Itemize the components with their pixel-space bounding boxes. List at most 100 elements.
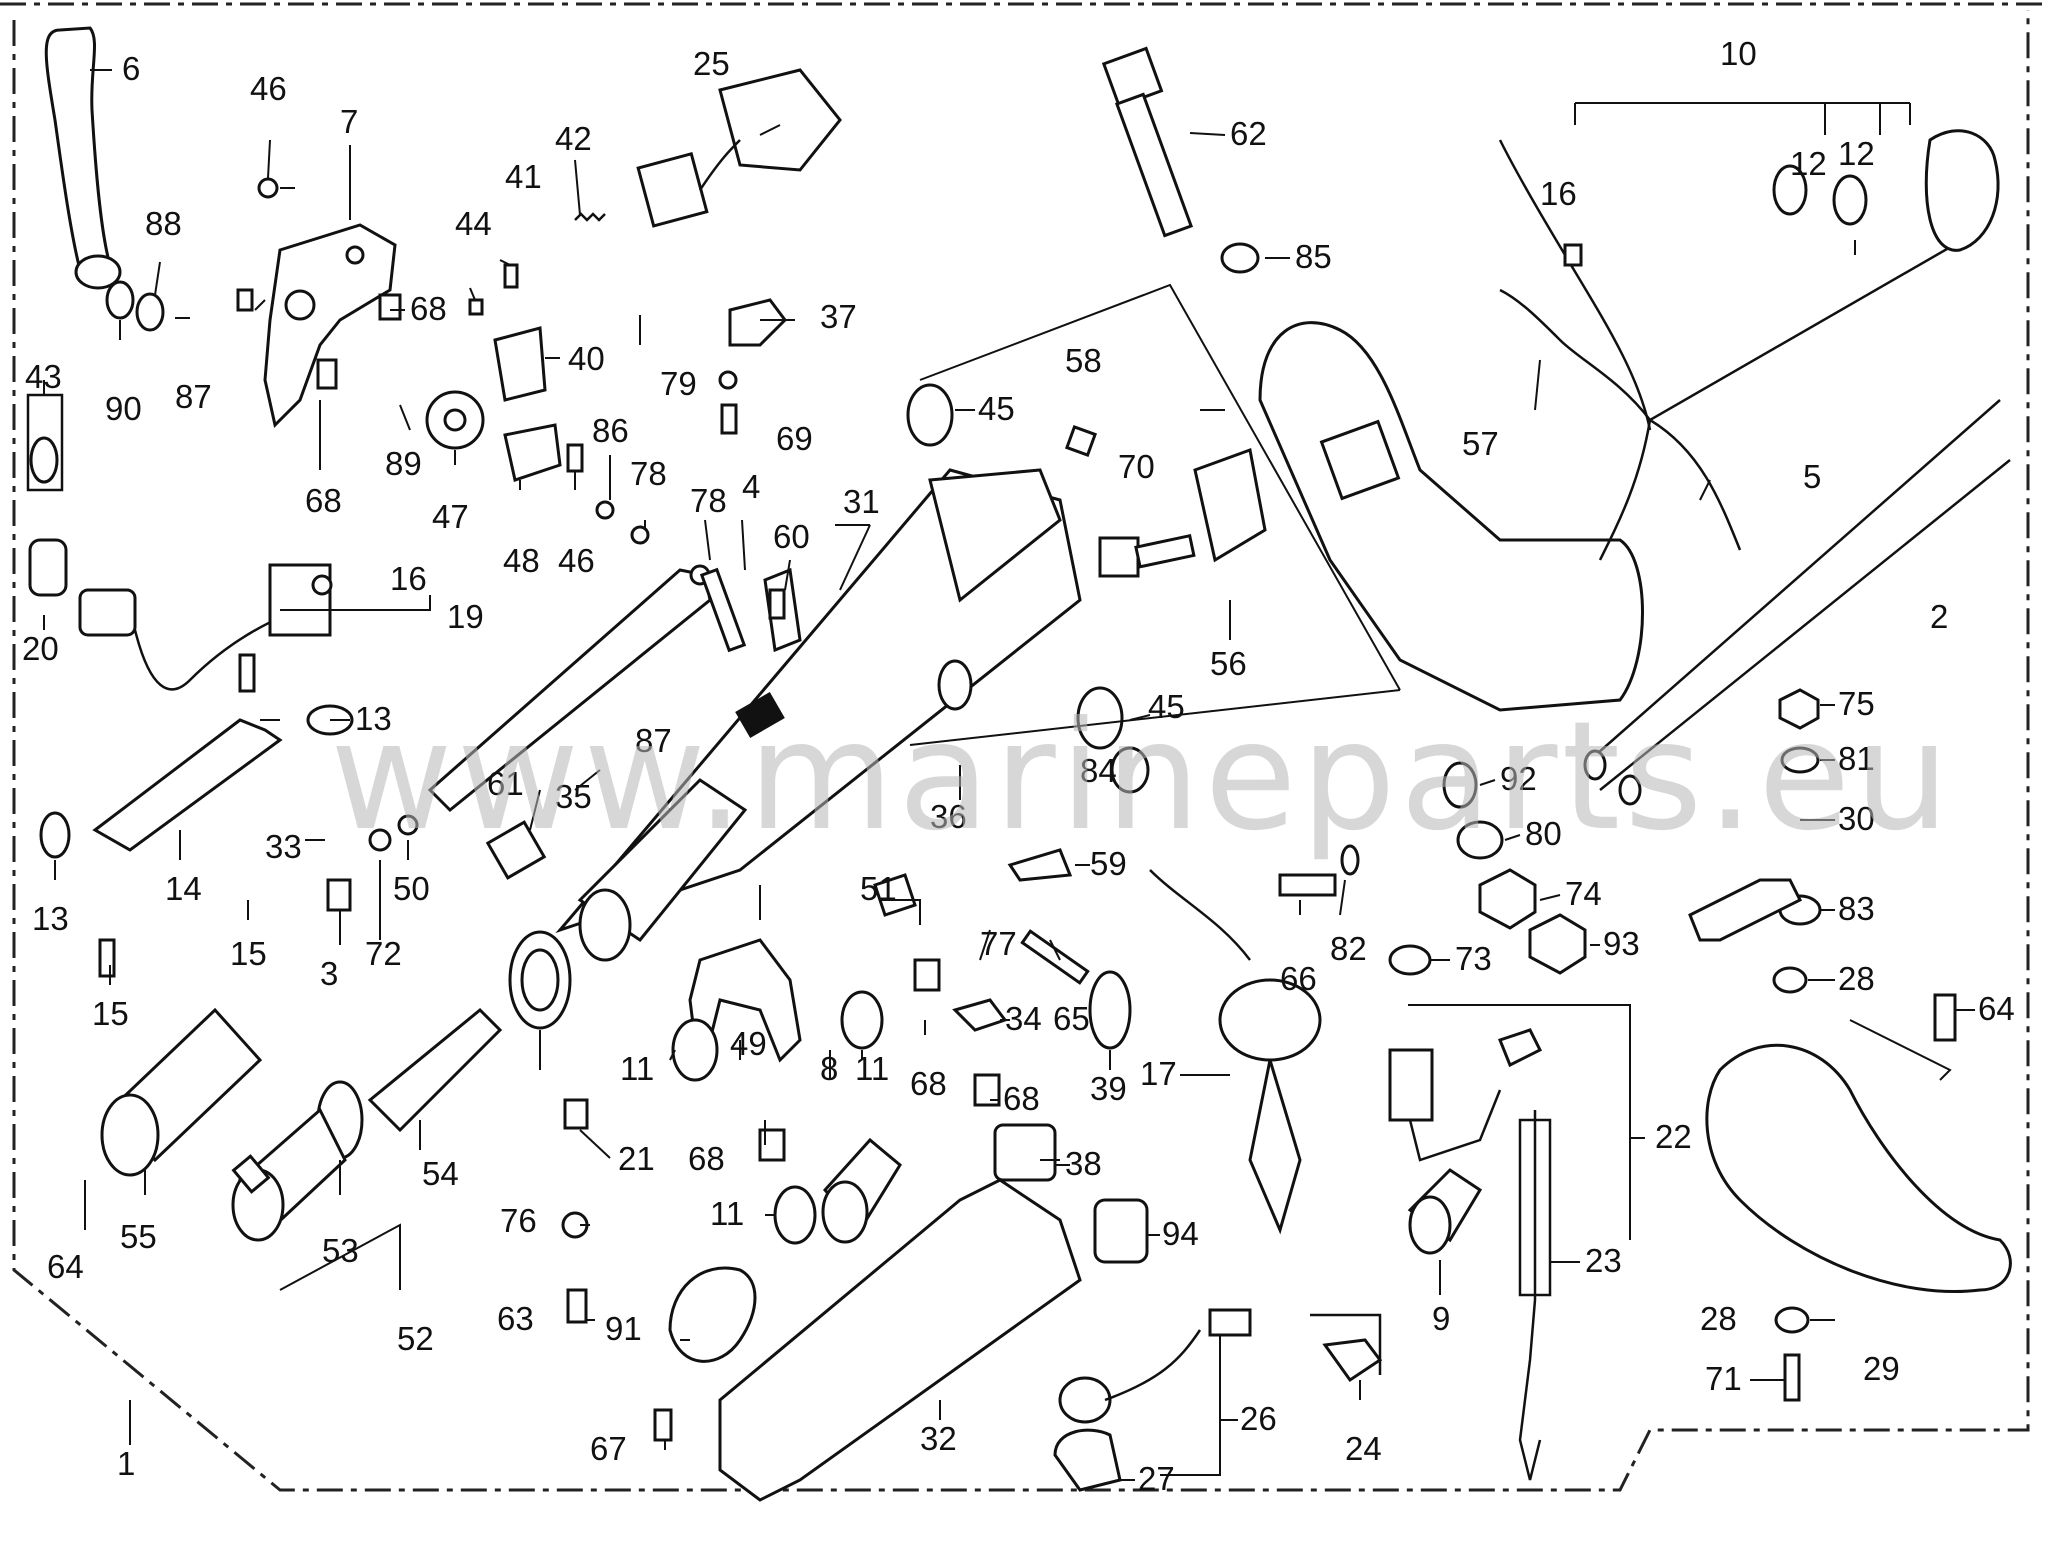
callout-17: 17 — [1140, 1055, 1177, 1092]
bolt-icon — [913, 958, 941, 992]
callout-12: 12 — [1838, 135, 1875, 172]
friction-arm-icon — [1705, 1043, 2012, 1294]
callout-65: 65 — [1053, 1000, 1090, 1037]
callout-48: 48 — [503, 542, 540, 579]
collar-icon — [468, 298, 484, 316]
callout-62: 62 — [1230, 115, 1267, 152]
screw-icon — [98, 938, 116, 978]
washer-icon — [595, 500, 615, 520]
callout-6: 6 — [122, 50, 140, 87]
label-icon — [485, 820, 547, 880]
callout-13: 13 — [355, 700, 392, 737]
callout-28: 28 — [1700, 1300, 1737, 1337]
callout-68: 68 — [410, 290, 447, 327]
callout-24: 24 — [1345, 1430, 1382, 1467]
washer-icon — [1780, 746, 1820, 774]
callout-77: 77 — [980, 925, 1017, 962]
wire-connector-icon — [78, 563, 332, 691]
pin-icon — [1783, 1353, 1801, 1402]
callout-79: 79 — [660, 365, 697, 402]
collar-icon — [1772, 966, 1808, 994]
callout-1: 1 — [117, 1445, 135, 1482]
callout-44: 44 — [455, 205, 492, 242]
callout-70: 70 — [1118, 448, 1155, 485]
callout-38: 38 — [1065, 1145, 1102, 1182]
callout-85: 85 — [1295, 238, 1332, 275]
clamp-icon — [563, 1098, 589, 1130]
callout-58: 58 — [1065, 342, 1102, 379]
key-icon — [1064, 424, 1098, 458]
o-ring-icon — [1088, 970, 1132, 1050]
clip-icon — [671, 1018, 719, 1082]
callout-47: 47 — [432, 498, 469, 535]
assembly-outline — [12, 10, 2030, 1492]
callout-3: 3 — [320, 955, 338, 992]
screw-icon — [257, 177, 279, 199]
grip-cover-icon — [231, 1107, 347, 1242]
callout-42: 42 — [555, 120, 592, 157]
callout-numbers: 6 7 46 88 68 41 42 44 40 43 90 87 68 89 … — [22, 35, 2015, 1497]
steering-bracket-icon — [1258, 321, 1644, 712]
sensor-icon — [636, 68, 842, 228]
cap-icon — [1407, 1168, 1483, 1255]
callout-53: 53 — [322, 1232, 359, 1269]
callout-84: 84 — [1080, 752, 1117, 789]
screw-icon — [653, 1408, 673, 1442]
callout-37: 37 — [820, 298, 857, 335]
callout-39: 39 — [1090, 1070, 1127, 1107]
washer-icon — [1442, 761, 1478, 809]
grip-tube-icon — [367, 1007, 503, 1133]
clip-icon — [1563, 243, 1583, 267]
group-line-52 — [279, 1223, 401, 1291]
callout-9: 9 — [1432, 1300, 1450, 1337]
clip-icon — [236, 288, 254, 312]
callout-61: 61 — [487, 765, 524, 802]
callout-21: 21 — [618, 1140, 655, 1177]
nut-icon — [1778, 688, 1820, 730]
callout-22: 22 — [1655, 1118, 1692, 1155]
callout-74: 74 — [1565, 875, 1602, 912]
bolt-icon — [1933, 993, 1957, 1042]
group-line-45 — [919, 283, 1401, 691]
cord-icon — [1058, 1308, 1252, 1424]
throttle-grip-icon — [100, 1007, 263, 1177]
washer-icon — [718, 370, 738, 390]
washer-icon — [135, 292, 165, 332]
callout-71: 71 — [1705, 1360, 1742, 1397]
callout-15: 15 — [230, 935, 267, 972]
washer-icon — [397, 814, 419, 836]
callout-26: 26 — [1240, 1400, 1277, 1437]
callout-11: 11 — [620, 1050, 654, 1087]
callout-87: 87 — [635, 722, 672, 759]
callout-66: 66 — [1280, 960, 1317, 997]
group-line-51 — [880, 899, 921, 925]
clamp-icon — [1322, 1338, 1383, 1383]
callout-30: 30 — [1838, 800, 1875, 837]
callout-59: 59 — [1090, 845, 1127, 882]
lever-arm-icon — [699, 567, 747, 653]
callout-46: 46 — [558, 542, 595, 579]
callout-15: 15 — [92, 995, 129, 1032]
bushing-icon — [937, 659, 973, 711]
nut-icon — [1478, 868, 1537, 930]
callout-92: 92 — [1500, 760, 1537, 797]
callout-82: 82 — [1330, 930, 1367, 967]
washer-icon — [630, 525, 650, 545]
plate-icon — [503, 423, 562, 482]
clip-icon — [840, 990, 884, 1050]
throttle-cable-icon — [92, 718, 283, 852]
callout-43: 43 — [25, 358, 62, 395]
callout-5: 5 — [1803, 458, 1821, 495]
callout-36: 36 — [930, 798, 967, 835]
screw-icon — [1020, 929, 1090, 985]
bolt-icon — [758, 1128, 786, 1162]
callout-41: 41 — [505, 158, 542, 195]
callout-19: 19 — [447, 598, 484, 635]
bolt-icon — [378, 293, 402, 321]
throttle-pulley-icon — [508, 930, 572, 1030]
plate-icon — [1007, 848, 1073, 882]
callout-33: 33 — [265, 828, 302, 865]
callout-88: 88 — [145, 205, 182, 242]
callout-90: 90 — [105, 390, 142, 427]
